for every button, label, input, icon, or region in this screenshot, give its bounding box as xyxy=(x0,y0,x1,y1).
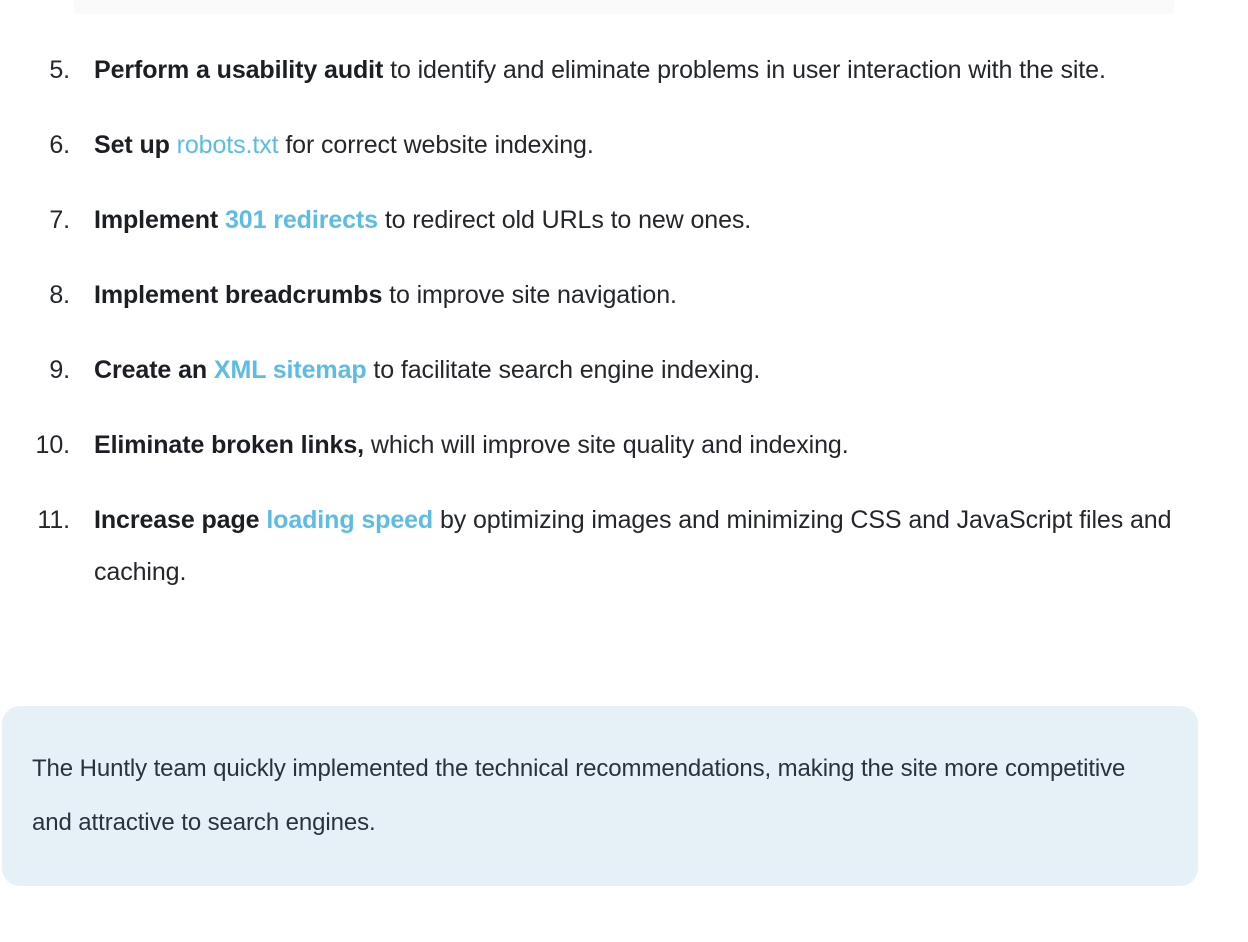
list-item-rest: for correct website indexing. xyxy=(278,131,594,159)
link-xml-sitemap[interactable]: XML sitemap xyxy=(213,356,367,384)
link-robots-txt[interactable]: robots.txt xyxy=(176,131,279,159)
list-item-rest: which will improve site quality and inde… xyxy=(364,431,849,459)
list-item-text: Set up robots.txt for correct website in… xyxy=(70,119,1248,171)
list-item-lead: Eliminate broken links, xyxy=(94,431,365,459)
list-item-rest: to improve site navigation. xyxy=(382,281,677,309)
list-item-text: Implement breadcrumbs to improve site na… xyxy=(70,269,1248,321)
list-item-lead: Implement breadcrumbs xyxy=(94,281,383,309)
list-item-rest: to identify and eliminate problems in us… xyxy=(383,56,1106,84)
list-item-lead: Perform a usability audit xyxy=(94,56,384,84)
list-item-text: Perform a usability audit to identify an… xyxy=(70,44,1248,96)
list-item: 9. Create an XML sitemap to facilitate s… xyxy=(0,344,1248,396)
callout-text: The Huntly team quickly implemented the … xyxy=(32,755,1126,836)
top-edge-band xyxy=(74,0,1174,14)
list-item: 8. Implement breadcrumbs to improve site… xyxy=(0,269,1248,321)
list-item: 7. Implement 301 redirects to redirect o… xyxy=(0,194,1248,246)
list-item: 6. Set up robots.txt for correct website… xyxy=(0,119,1248,171)
list-item-text: Create an XML sitemap to facilitate sear… xyxy=(70,344,1248,396)
list-item-text: Eliminate broken links, which will impro… xyxy=(70,419,1248,471)
list-item-number: 5. xyxy=(49,56,70,84)
list-item-rest: to facilitate search engine indexing. xyxy=(366,356,761,384)
list-item-rest: by optimizing images and minimizing CSS … xyxy=(94,506,1172,586)
list-item: 11. Increase page loading speed by optim… xyxy=(0,494,1248,598)
list-item-number: 11. xyxy=(37,506,70,534)
list-item-lead: Implement xyxy=(94,206,225,234)
list-item-text: Implement 301 redirects to redirect old … xyxy=(70,194,1248,246)
list-item-lead: Set up xyxy=(94,131,177,159)
recommendations-list: 5. Perform a usability audit to identify… xyxy=(0,44,1248,621)
link-301-redirects[interactable]: 301 redirects xyxy=(224,206,378,234)
callout-box: The Huntly team quickly implemented the … xyxy=(2,706,1198,886)
list-item: 5. Perform a usability audit to identify… xyxy=(0,44,1248,96)
list-item-number: 8. xyxy=(49,281,70,309)
list-item-rest: to redirect old URLs to new ones. xyxy=(377,206,752,234)
list-item-number: 9. xyxy=(49,356,70,384)
list-item-lead: Increase page xyxy=(94,506,267,534)
list-item-number: 7. xyxy=(49,206,70,234)
list-item: 10. Eliminate broken links, which will i… xyxy=(0,419,1248,471)
list-item-number: 10. xyxy=(35,431,71,459)
link-loading-speed[interactable]: loading speed xyxy=(266,506,434,534)
list-item-lead: Create an xyxy=(94,356,214,384)
list-item-number: 6. xyxy=(49,131,70,159)
list-item-text: Increase page loading speed by optimizin… xyxy=(70,494,1248,598)
